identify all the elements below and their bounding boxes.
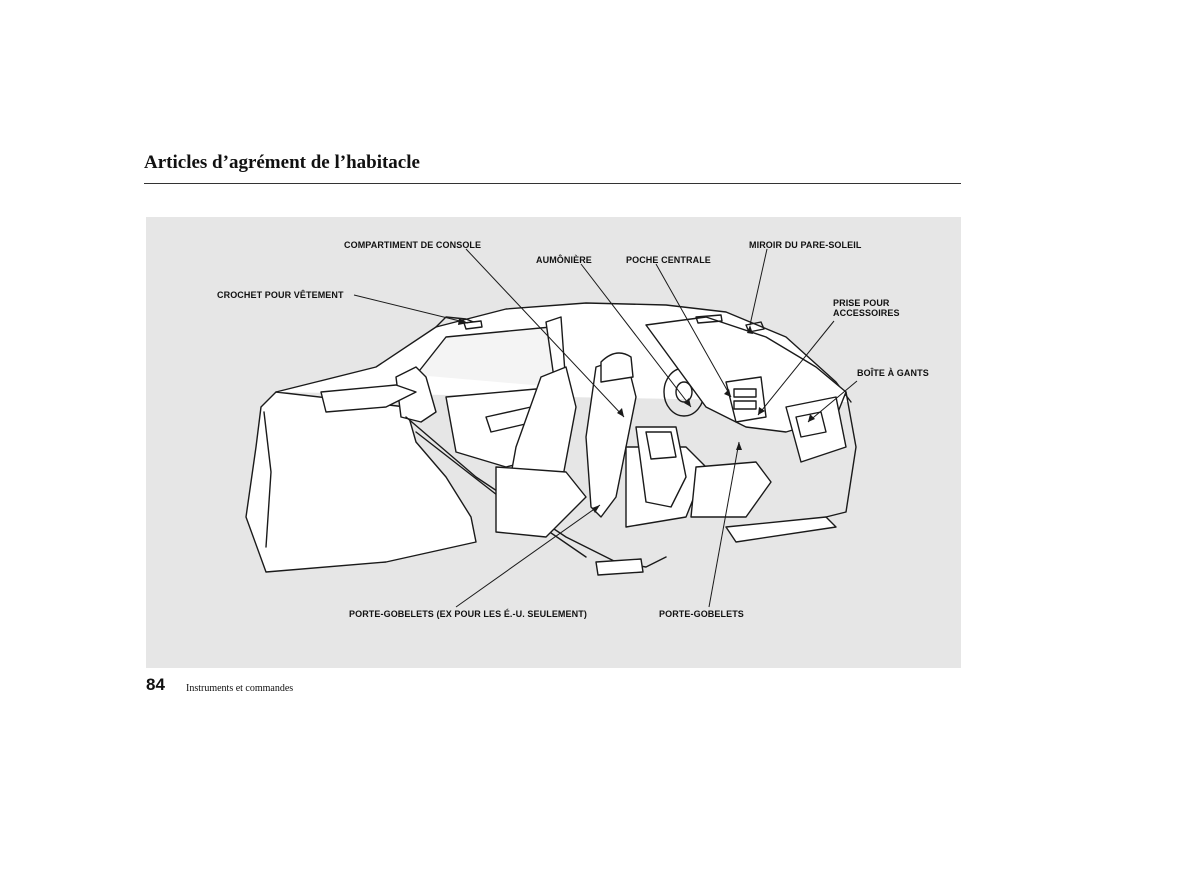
section-name: Instruments et commandes (186, 683, 294, 694)
callout-vanity-mirror: MIROIR DU PARE-SOLEIL (749, 240, 862, 250)
callout-glove-box: BOÎTE À GANTS (857, 368, 929, 378)
callout-rear-cupholders: PORTE-GOBELETS (EX POUR LES É.-U. SEULEM… (349, 609, 587, 619)
callout-front-cupholders: PORTE-GOBELETS (659, 609, 744, 619)
car-interior-illustration (245, 248, 858, 608)
interior-figure: COMPARTIMENT DE CONSOLE AUMÔNIÈRE POCHE … (146, 217, 961, 668)
callout-accessory-socket: PRISE POUR ACCESSOIRES (833, 298, 900, 318)
callout-center-pocket: POCHE CENTRALE (626, 255, 711, 265)
callout-accessory-socket-line1: PRISE POUR (833, 298, 890, 308)
page-title: Articles d’agrément de l’habitacle (144, 152, 420, 173)
page-number: 84 (146, 675, 165, 694)
callout-coat-hook: CROCHET POUR VÊTEMENT (217, 290, 344, 300)
callout-console-compartment: COMPARTIMENT DE CONSOLE (344, 240, 482, 250)
title-divider (144, 183, 961, 184)
callout-accessory-socket-line2: ACCESSOIRES (833, 308, 900, 318)
callout-coin-pocket: AUMÔNIÈRE (536, 255, 592, 265)
